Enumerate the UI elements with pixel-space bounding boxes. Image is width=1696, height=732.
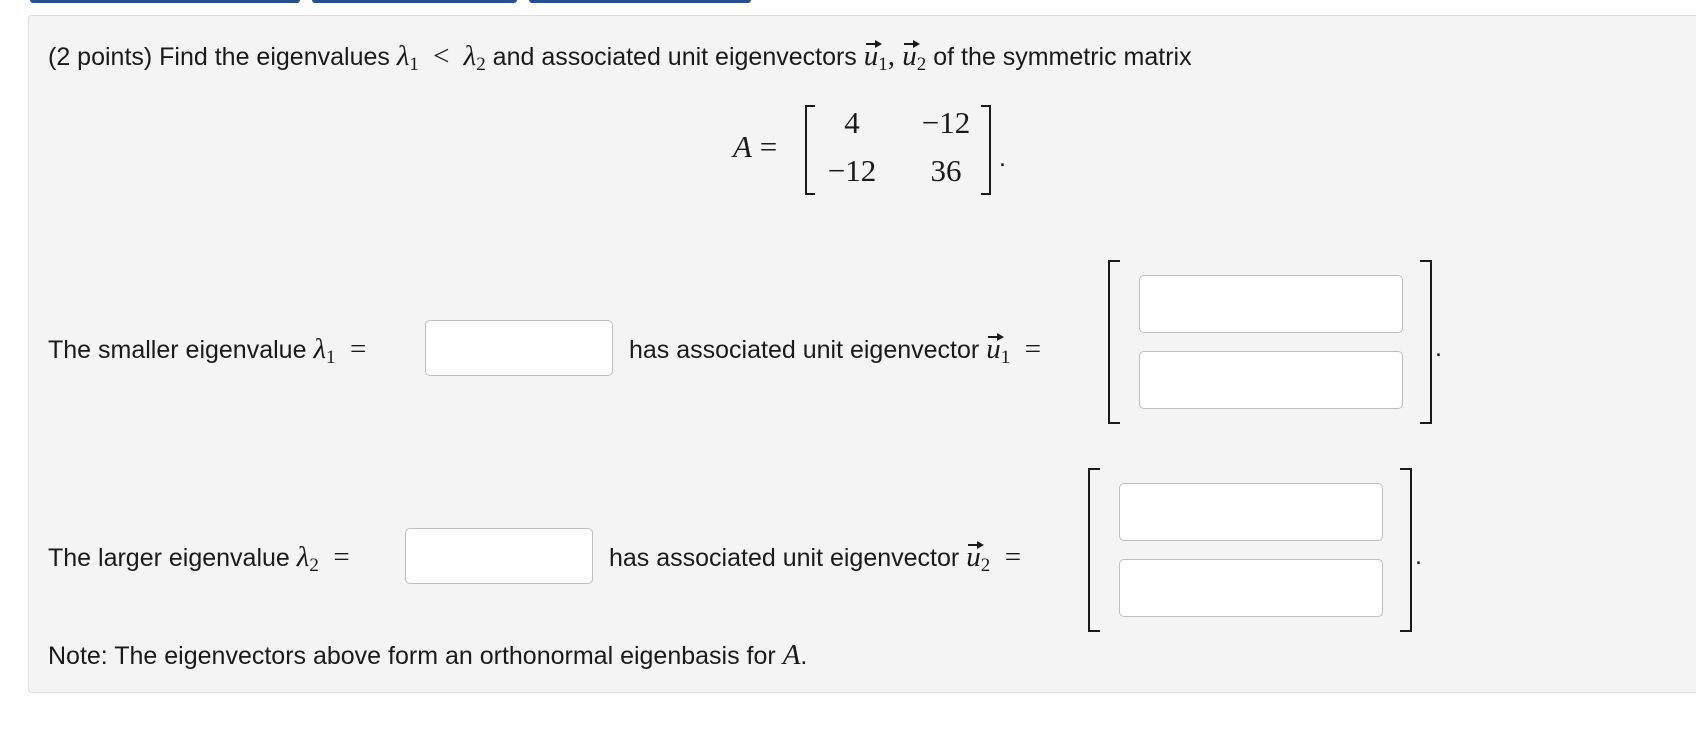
- matrix-cell-21: −12: [827, 153, 877, 188]
- less-than-sign: <: [425, 40, 457, 72]
- u1-top-input[interactable]: [1139, 275, 1403, 333]
- tab-stub-1[interactable]: [30, 0, 300, 3]
- matrix-cell-12: −12: [921, 105, 971, 140]
- matrix-A: A = 4 −12 −12 36 .: [733, 103, 1023, 195]
- intro-middle: and associated unit eigenvectors: [492, 43, 857, 71]
- matrix-left-bracket: [805, 105, 815, 195]
- u2-period: .: [1415, 542, 1422, 570]
- u2-top-input[interactable]: [1119, 483, 1383, 541]
- u1-symbol: u1: [863, 40, 888, 75]
- u2-left-bracket: [1088, 468, 1100, 632]
- u1-period: .: [1435, 334, 1442, 362]
- row2-middle: has associated unit eigenvector u2 =: [609, 541, 1022, 576]
- top-tabs-strip: [30, 0, 763, 4]
- intro-prefix: (2 points) Find the eigenvalues: [48, 43, 390, 71]
- lambda2-input[interactable]: [405, 528, 593, 584]
- lambda2-symbol: λ2: [463, 40, 486, 75]
- problem-intro: (2 points) Find the eigenvalues λ1 < λ2 …: [48, 40, 1192, 75]
- intro-suffix: of the symmetric matrix: [933, 43, 1192, 71]
- lambda1-input[interactable]: [425, 320, 613, 376]
- note-text: Note: The eigenvectors above form an ort…: [48, 639, 808, 671]
- u2-right-bracket: [1400, 468, 1412, 632]
- matrix-lhs: A =: [733, 129, 778, 164]
- lambda1-symbol: λ1: [396, 40, 419, 75]
- tab-stub-3[interactable]: [529, 0, 751, 3]
- matrix-cell-22: 36: [930, 153, 962, 188]
- row2-label: The larger eigenvalue λ2 =: [48, 541, 350, 576]
- row1-label: The smaller eigenvalue λ1 =: [48, 333, 367, 368]
- row1-middle: has associated unit eigenvector u1 =: [629, 333, 1042, 368]
- problem-container: [28, 15, 1696, 693]
- tab-stub-2[interactable]: [312, 0, 517, 3]
- u2-bottom-input[interactable]: [1119, 559, 1383, 617]
- u1-bottom-input[interactable]: [1139, 351, 1403, 409]
- u1-left-bracket: [1108, 260, 1120, 424]
- matrix-right-bracket: [981, 105, 991, 195]
- u1-right-bracket: [1420, 260, 1432, 424]
- matrix-period: .: [999, 144, 1006, 172]
- u2-symbol: u2: [902, 40, 927, 75]
- matrix-cell-11: 4: [844, 105, 860, 140]
